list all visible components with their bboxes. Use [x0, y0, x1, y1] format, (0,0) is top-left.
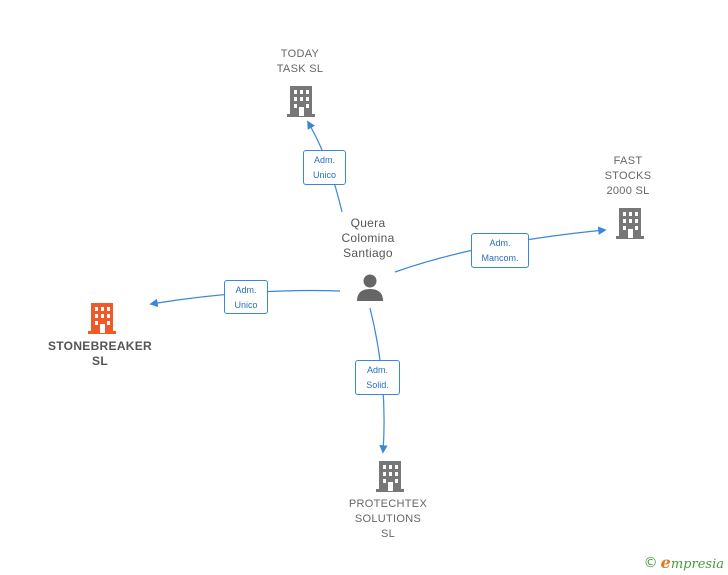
- brand-name: mpresia: [670, 557, 724, 572]
- company-label-today[interactable]: TODAY TASK SL: [276, 48, 324, 75]
- building-icon[interactable]: [86, 300, 118, 336]
- relation-badge-stone[interactable]: Adm. Unico: [224, 280, 268, 314]
- relation-badge-fast[interactable]: Adm. Mancom.: [471, 233, 529, 268]
- company-label-stone[interactable]: STONEBREAKER SL: [47, 339, 153, 368]
- relation-badge-today[interactable]: Adm. Unico: [303, 150, 346, 185]
- relation-badge-protechtex[interactable]: Adm. Solid.: [355, 360, 400, 395]
- company-label-fast[interactable]: FAST STOCKS 2000 SL: [604, 155, 652, 197]
- brand-initial: e: [660, 553, 671, 572]
- person-name[interactable]: Quera Colomina Santiago: [341, 216, 395, 260]
- building-icon[interactable]: [285, 83, 317, 119]
- brand-logo: © empresia: [644, 553, 724, 572]
- building-icon[interactable]: [614, 205, 646, 241]
- building-icon[interactable]: [374, 458, 406, 494]
- copyright-symbol: ©: [643, 554, 658, 571]
- person-icon[interactable]: [355, 272, 385, 302]
- company-label-protechtex[interactable]: PROTECHTEX SOLUTIONS SL: [348, 498, 428, 540]
